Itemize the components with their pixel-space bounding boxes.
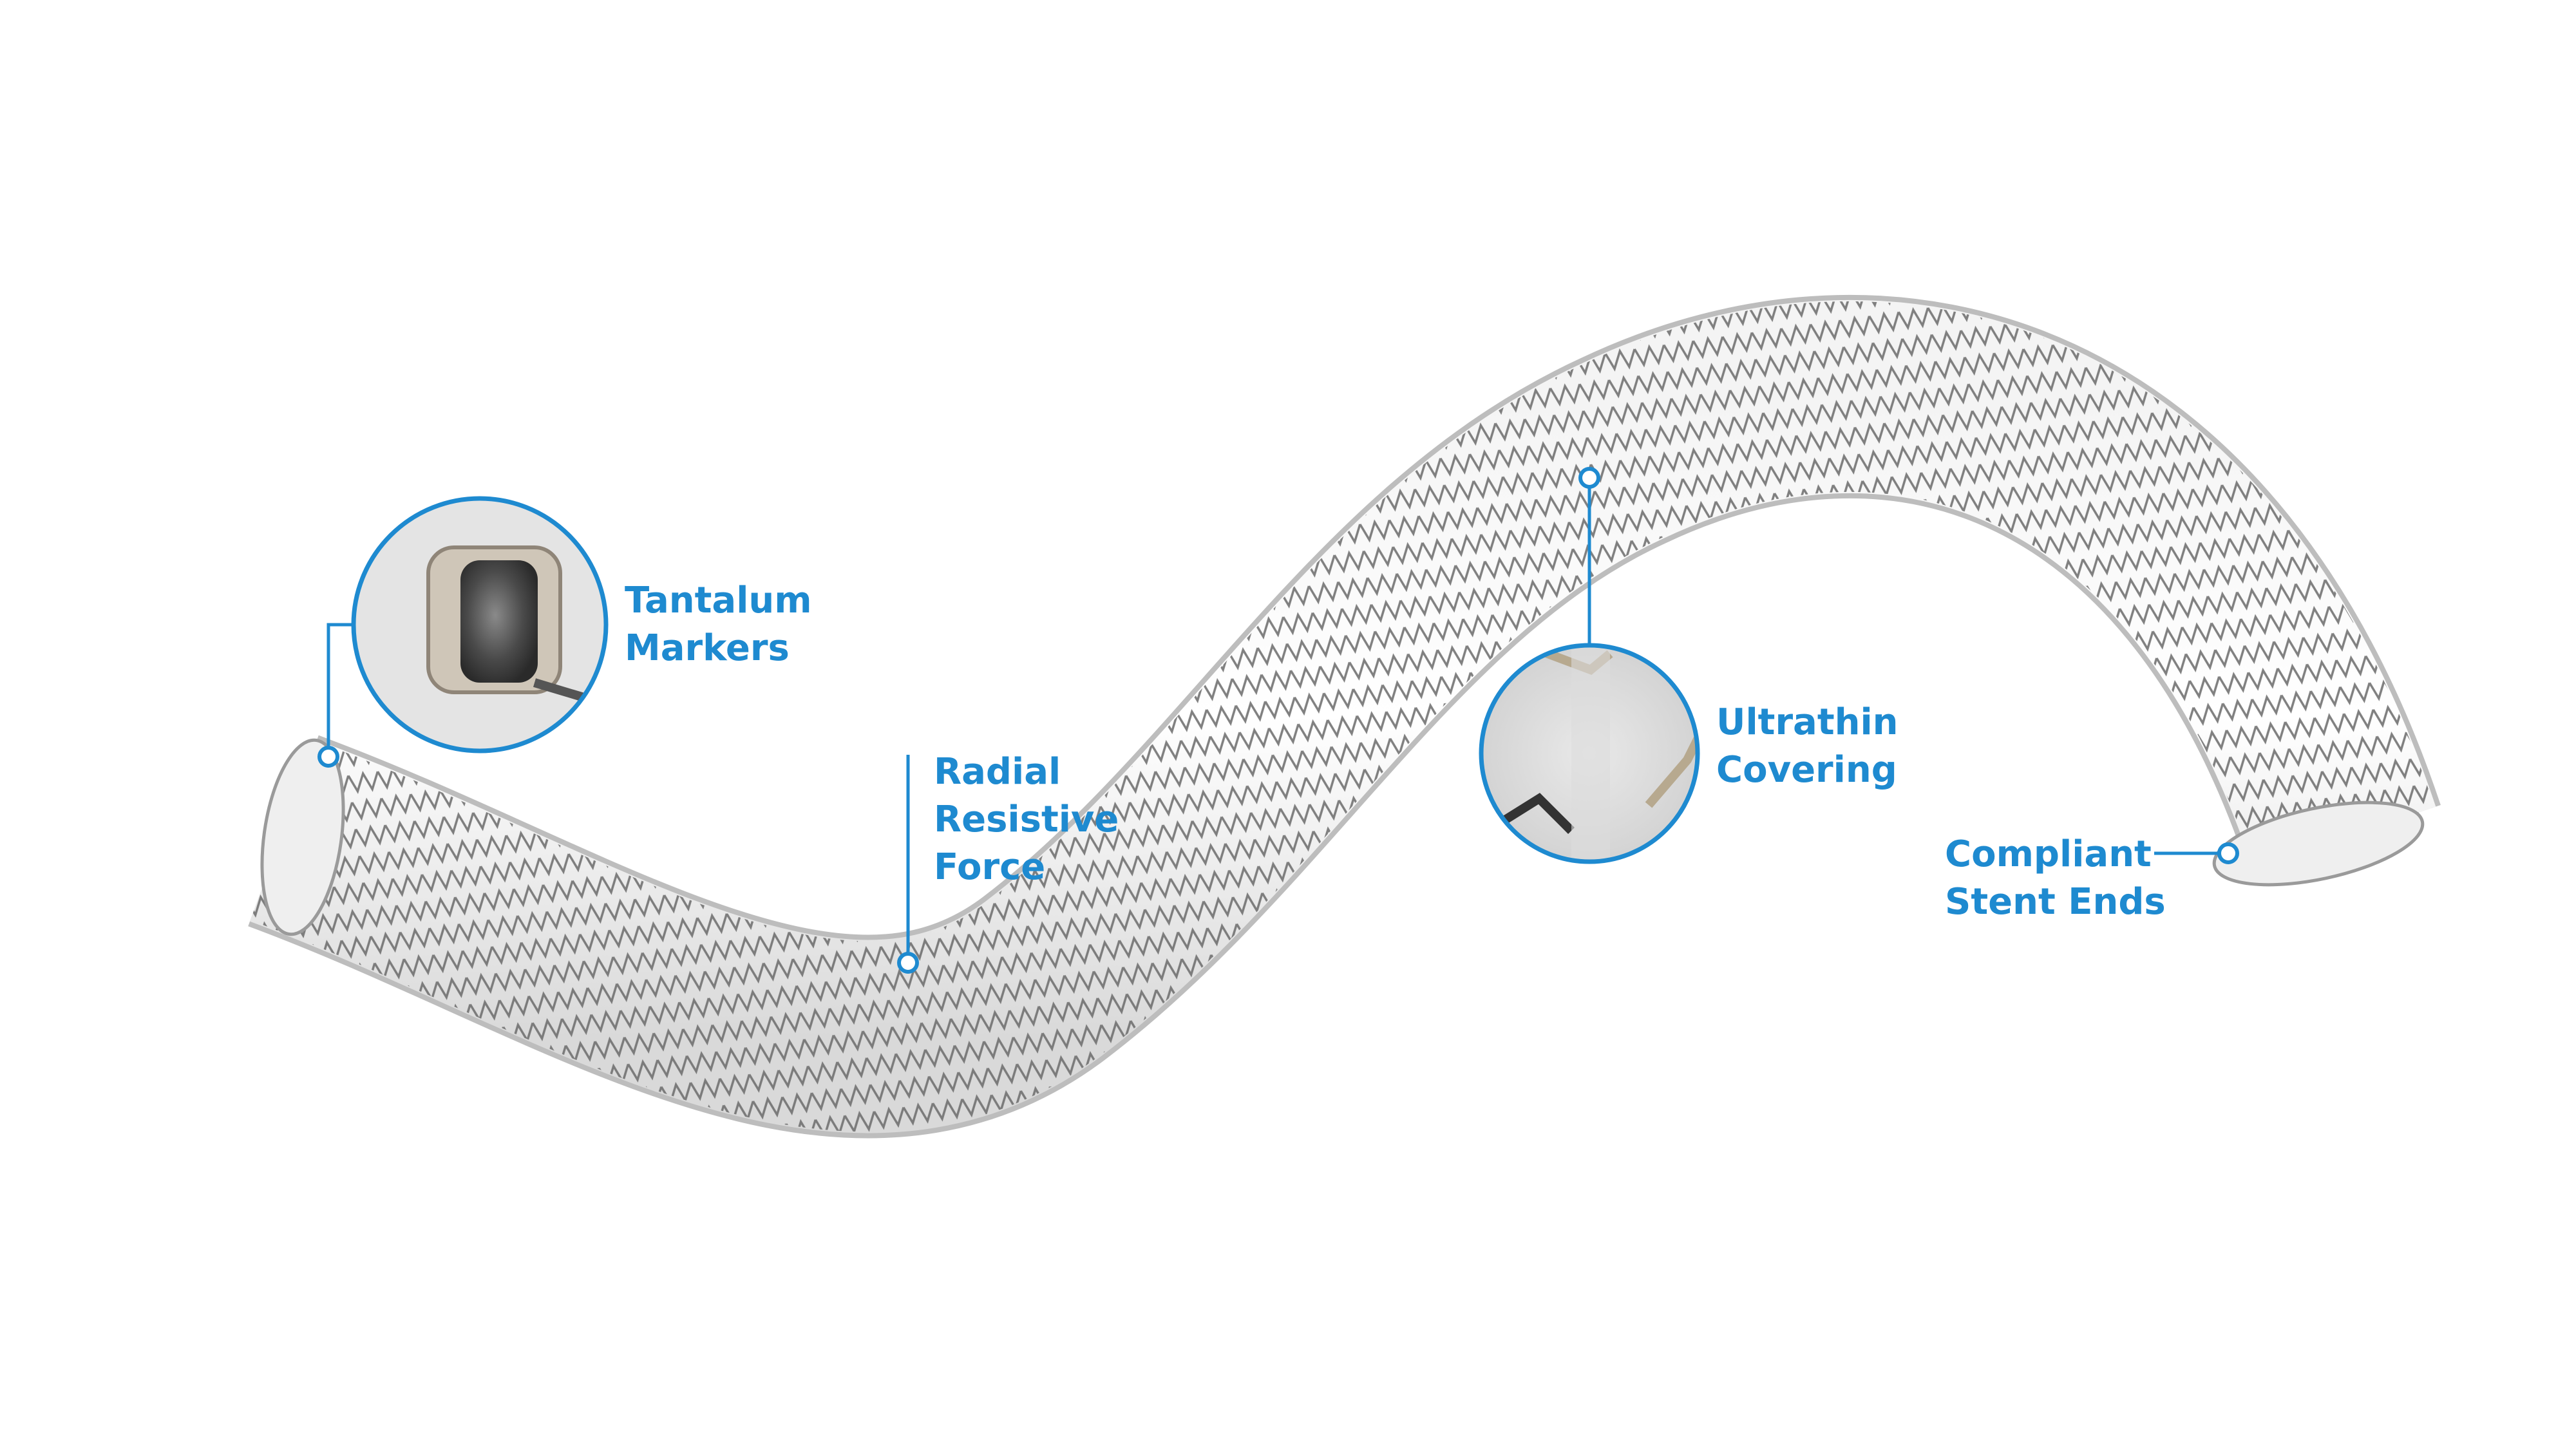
stent-tube (248, 294, 2441, 1139)
ultrathin-covering-line2: Covering (1716, 749, 1897, 791)
tantalum-markers-line2: Markers (625, 627, 790, 669)
compliant-stent-ends-line1: Compliant (1945, 833, 2152, 875)
tantalum-markers-label: Tantalum Markers (625, 577, 812, 672)
radial-force-dot (897, 952, 919, 974)
radial-resistive-force-label: Radial Resistive Force (934, 748, 1119, 891)
compliant-stent-ends-line2: Stent Ends (1945, 881, 2166, 923)
tantalum-marker-dot (317, 746, 339, 768)
tantalum-markers-line1: Tantalum (625, 580, 812, 621)
radial-resistive-force-callout (897, 755, 919, 974)
ultrathin-covering-callout (1479, 467, 1700, 864)
radial-resistive-force-line3: Force (934, 846, 1046, 888)
ultrathin-covering-dot (1578, 467, 1600, 489)
radial-resistive-force-line2: Resistive (934, 799, 1119, 840)
radial-resistive-force-line1: Radial (934, 751, 1061, 793)
ultrathin-covering-line1: Ultrathin (1716, 701, 1899, 743)
tantalum-markers-callout (317, 496, 609, 768)
compliant-ends-dot (2217, 842, 2239, 864)
compliant-stent-ends-label: Compliant Stent Ends (1945, 831, 2166, 926)
ultrathin-covering-label: Ultrathin Covering (1716, 699, 1899, 794)
compliant-stent-ends-callout (2154, 842, 2239, 864)
